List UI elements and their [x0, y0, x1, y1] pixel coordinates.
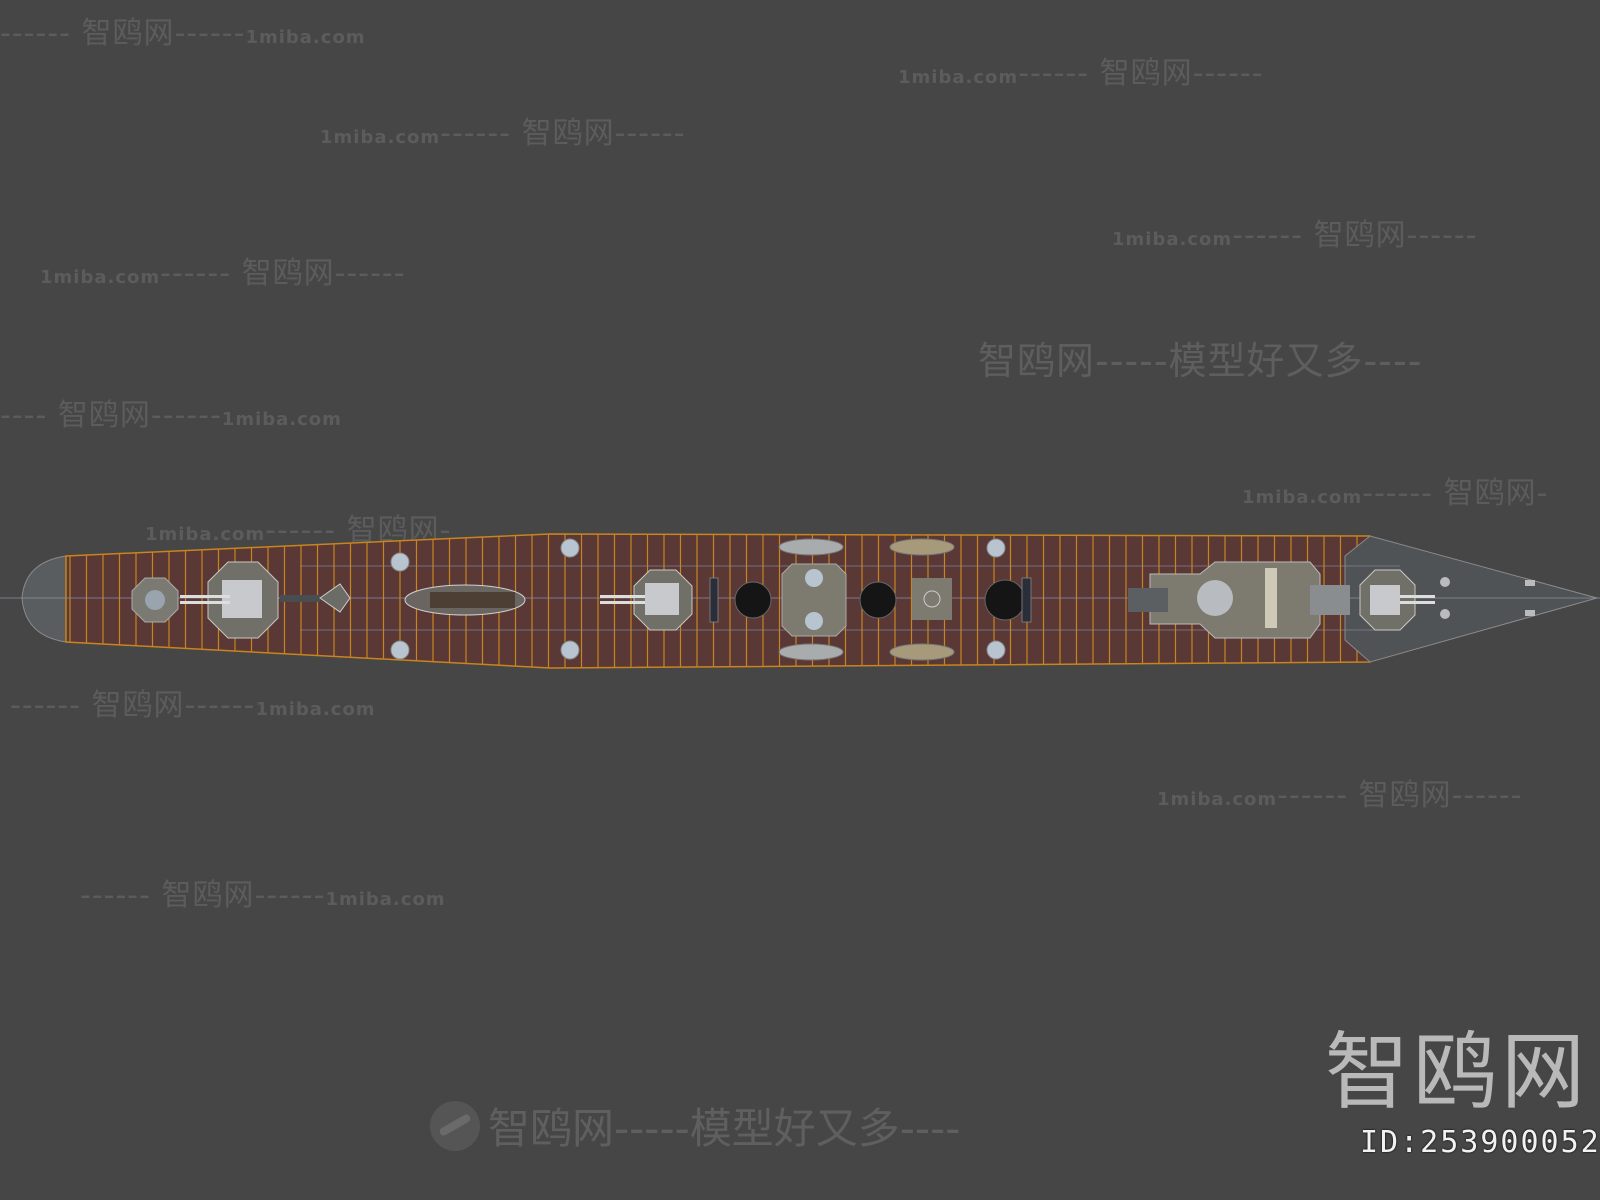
watermark-site: 1miba.com — [1157, 789, 1278, 810]
watermark: 1miba.com------ 智鸥网------ — [40, 248, 406, 292]
watermark: ------ 智鸥网------1miba.com — [80, 870, 446, 914]
watermark-site: 1miba.com — [221, 409, 342, 430]
aa-gun-mount — [986, 538, 1006, 558]
watermark-brand: ------ 智鸥网------ — [440, 116, 686, 151]
boat — [889, 538, 955, 556]
aa-gun-mount — [390, 640, 410, 660]
brand-logo: 智鸥网 — [1325, 1023, 1590, 1121]
bridge — [1149, 561, 1321, 639]
director — [319, 583, 351, 613]
watermark: ------ 智鸥网------1miba.com — [0, 8, 366, 52]
watermark-site: 1miba.com — [1242, 487, 1363, 508]
bottom-watermark: 智鸥网-----模型好又多---- — [430, 1095, 960, 1156]
aa-gun-mount — [560, 640, 580, 660]
watermark: 1miba.com------ 智鸥网------ — [1157, 770, 1523, 814]
watermark-site: 1miba.com — [145, 524, 266, 545]
fore-funnel — [984, 579, 1026, 621]
watermark-site: 1miba.com — [40, 267, 161, 288]
watermark: ------ 智鸥网------1miba.com — [10, 680, 376, 724]
watermark-site: 1miba.com — [325, 889, 446, 910]
watermark: 1miba.com------ 智鸥网- — [1242, 468, 1548, 512]
watermark-brand: ------ 智鸥网------ — [160, 256, 406, 291]
watermark: 1miba.com------ 智鸥网------ — [1112, 210, 1478, 254]
watermark-brand: ------ 智鸥网------ — [10, 688, 256, 723]
watermark-brand: ------ 智鸥网------ — [1277, 778, 1523, 813]
watermark-brand: ------ 智鸥网------ — [1232, 218, 1478, 253]
watermark-site: 1miba.com — [898, 67, 1019, 88]
watermark-brand: ---- 智鸥网------ — [0, 398, 222, 433]
aa-gun-mount — [986, 640, 1006, 660]
watermark: 1miba.com------ 智鸥网------ — [320, 108, 686, 152]
watermark-site: 1miba.com — [320, 127, 441, 148]
watermark-brand: ------ 智鸥网------ — [0, 16, 246, 51]
destroyer-model-top-view — [0, 533, 1600, 669]
aa-guns — [390, 538, 1006, 660]
watermark-brand: ------ 智鸥网------ — [80, 878, 326, 913]
mid-funnel — [859, 581, 897, 619]
watermark: ---- 智鸥网------1miba.com — [0, 390, 342, 434]
watermark: 智鸥网-----模型好又多---- — [978, 330, 1422, 385]
aa-gun-mount — [390, 552, 410, 572]
searchlight-platform — [912, 578, 952, 620]
aa-gun-mount — [560, 538, 580, 558]
boat — [778, 538, 844, 556]
seagull-logo-icon — [430, 1100, 480, 1151]
watermark-site: 1miba.com — [1112, 229, 1233, 250]
model-id-label: ID:253900052 — [1360, 1125, 1600, 1160]
boat — [778, 643, 844, 661]
watermark-site: 1miba.com — [255, 699, 376, 720]
aft-funnel — [734, 581, 772, 619]
bow-plate — [1344, 535, 1599, 663]
stern — [21, 555, 67, 643]
bottom-watermark-text: 智鸥网-----模型好又多---- — [488, 1104, 961, 1153]
aa-platform — [781, 563, 847, 637]
watermark-site: 1miba.com — [245, 27, 366, 48]
boat — [889, 643, 955, 661]
watermark-brand: ------ 智鸥网------ — [1018, 56, 1264, 91]
watermark: 1miba.com------ 智鸥网------ — [898, 48, 1264, 92]
watermark-brand: ------ 智鸥网- — [1362, 476, 1549, 511]
watermark-brand: 智鸥网-----模型好又多---- — [978, 339, 1423, 383]
